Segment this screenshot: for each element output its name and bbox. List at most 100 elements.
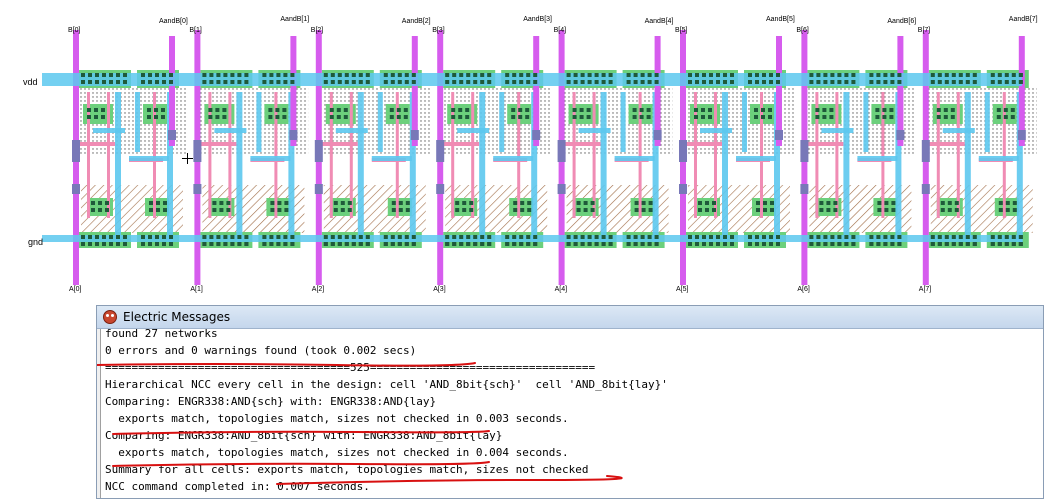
metal1-wire xyxy=(984,92,990,152)
poly-gate xyxy=(835,92,839,218)
poly-route xyxy=(75,142,115,146)
contact-cut xyxy=(344,242,349,246)
contact-cut xyxy=(756,208,760,212)
contact-cut xyxy=(216,242,221,246)
contact-cut xyxy=(336,115,341,119)
contact-cut xyxy=(383,235,388,239)
contact-cut xyxy=(723,235,727,239)
contact-cut xyxy=(223,242,228,246)
contact-cut xyxy=(290,80,295,84)
contact-cut xyxy=(403,108,408,112)
metal2-pin-aandb xyxy=(1018,36,1025,146)
contact-cut xyxy=(844,242,849,246)
metal1-wire xyxy=(843,92,850,242)
contact-cut xyxy=(944,80,949,84)
contact-cut xyxy=(358,80,363,84)
contact-cut xyxy=(473,73,478,77)
contact-cut xyxy=(411,80,416,84)
pin-label: AandB[3] xyxy=(523,16,552,23)
contact-cut xyxy=(712,208,716,212)
contact-cut xyxy=(716,73,720,77)
contact-cut xyxy=(244,242,249,246)
contact-cut xyxy=(889,115,894,119)
messages-window-title: Electric Messages xyxy=(123,310,231,324)
contact-cut xyxy=(594,242,599,246)
contact-cut xyxy=(169,235,173,239)
via xyxy=(800,140,809,162)
contact-cut xyxy=(212,208,217,212)
contact-cut xyxy=(877,208,882,212)
contact-cut xyxy=(141,235,145,239)
contact-cut xyxy=(465,115,470,119)
contact-cut xyxy=(830,80,835,84)
nmos-diffusion xyxy=(873,198,898,216)
contact-cut xyxy=(455,208,460,212)
contact-cut xyxy=(822,115,827,119)
metal1-wire xyxy=(722,92,728,242)
contact-cut xyxy=(641,201,646,205)
contact-cut xyxy=(116,80,120,84)
contact-cut xyxy=(695,80,699,84)
contact-cut xyxy=(768,115,772,119)
contact-cut xyxy=(594,73,599,77)
contact-cut xyxy=(997,242,1002,246)
contact-cut xyxy=(579,115,584,119)
contact-cut xyxy=(88,242,92,246)
contact-cut xyxy=(411,73,416,77)
contact-cut xyxy=(930,235,935,239)
contact-cut xyxy=(944,235,949,239)
via xyxy=(921,140,930,162)
contact-cut xyxy=(208,108,213,112)
contact-cut xyxy=(633,73,638,77)
contact-cut xyxy=(972,242,977,246)
contact-cut xyxy=(487,80,492,84)
contact-cut xyxy=(141,80,145,84)
electric-app-icon xyxy=(103,310,117,324)
pin-label: B[4] xyxy=(553,27,567,34)
metal1-wire xyxy=(578,128,611,133)
contact-cut xyxy=(451,115,456,119)
metal2-pin-aandb xyxy=(169,36,175,146)
pin-label: B[7] xyxy=(917,27,931,34)
contact-cut xyxy=(590,201,595,205)
contact-cut xyxy=(998,201,1003,205)
contact-cut xyxy=(269,80,274,84)
contact-cut xyxy=(583,208,588,212)
message-line: Comparing: ENGR338:AND{sch} with: ENGR33… xyxy=(105,395,437,408)
contact-cut xyxy=(383,73,388,77)
contact-cut xyxy=(730,235,734,239)
poly-route xyxy=(439,142,480,146)
metal1-wire xyxy=(857,156,898,161)
poly-route xyxy=(924,142,965,146)
metal1-wire xyxy=(256,92,262,152)
contact-cut xyxy=(262,73,267,77)
contact-cut xyxy=(1018,242,1023,246)
contact-cut xyxy=(1003,115,1008,119)
contact-cut xyxy=(329,108,334,112)
messages-titlebar[interactable]: Electric Messages xyxy=(97,306,1043,329)
poly-gate xyxy=(638,92,642,218)
contact-cut xyxy=(730,73,734,77)
via xyxy=(800,184,809,194)
contact-cut xyxy=(809,80,814,84)
contact-cut xyxy=(890,73,895,77)
contact-cut xyxy=(723,73,727,77)
contact-cut xyxy=(275,115,280,119)
layout-canvas[interactable] xyxy=(0,0,1044,300)
contact-cut xyxy=(823,73,828,77)
contact-cut xyxy=(769,242,773,246)
metal1-wire xyxy=(942,128,975,133)
contact-cut xyxy=(391,201,396,205)
contact-cut xyxy=(284,208,289,212)
contact-cut xyxy=(958,73,963,77)
contact-cut xyxy=(996,108,1001,112)
contact-cut xyxy=(141,242,145,246)
contact-cut xyxy=(640,73,645,77)
contact-cut xyxy=(88,73,92,77)
contact-cut xyxy=(283,73,288,77)
metal1-wire xyxy=(620,92,626,152)
contact-cut xyxy=(990,73,995,77)
contact-cut xyxy=(965,80,970,84)
